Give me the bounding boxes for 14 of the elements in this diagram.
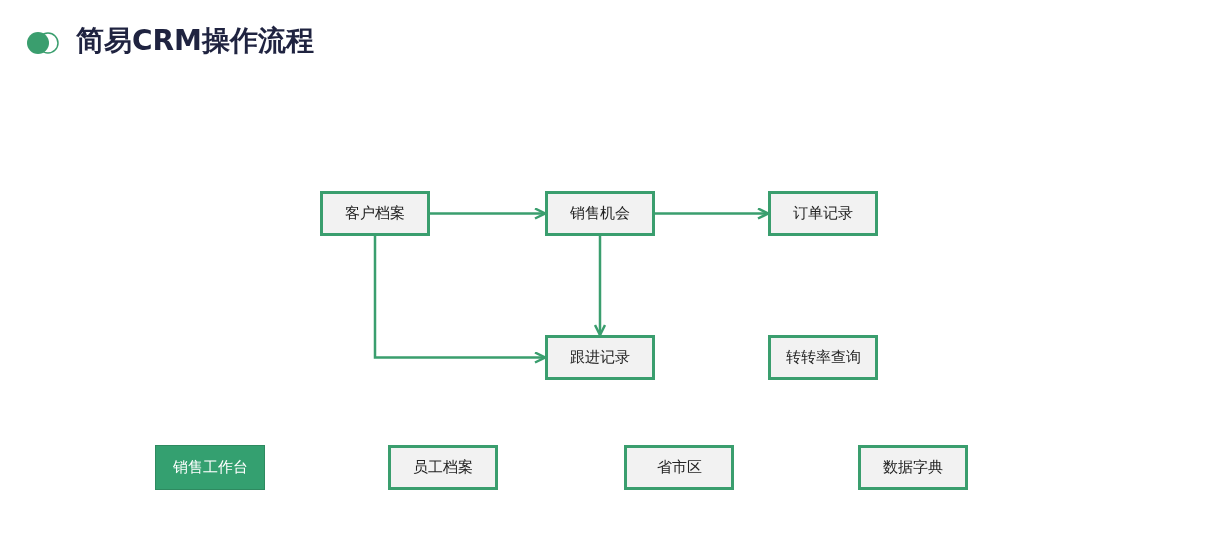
- process-box: 客户档案: [320, 191, 430, 236]
- arrow: [593, 236, 607, 337]
- process-box: 订单记录: [768, 191, 878, 236]
- process-box: 省市区: [624, 445, 734, 490]
- filled-box: 销售工作台: [155, 445, 265, 490]
- process-box: 员工档案: [388, 445, 498, 490]
- arrow: [655, 207, 770, 220]
- process-box: 转转率查询: [768, 335, 878, 380]
- process-box: 跟进记录: [545, 335, 655, 380]
- process-box: 销售机会: [545, 191, 655, 236]
- title: 简易CRM操作流程: [76, 23, 314, 59]
- arrow: [430, 207, 547, 220]
- process-box: 数据字典: [858, 445, 968, 490]
- arrow: [373, 236, 547, 364]
